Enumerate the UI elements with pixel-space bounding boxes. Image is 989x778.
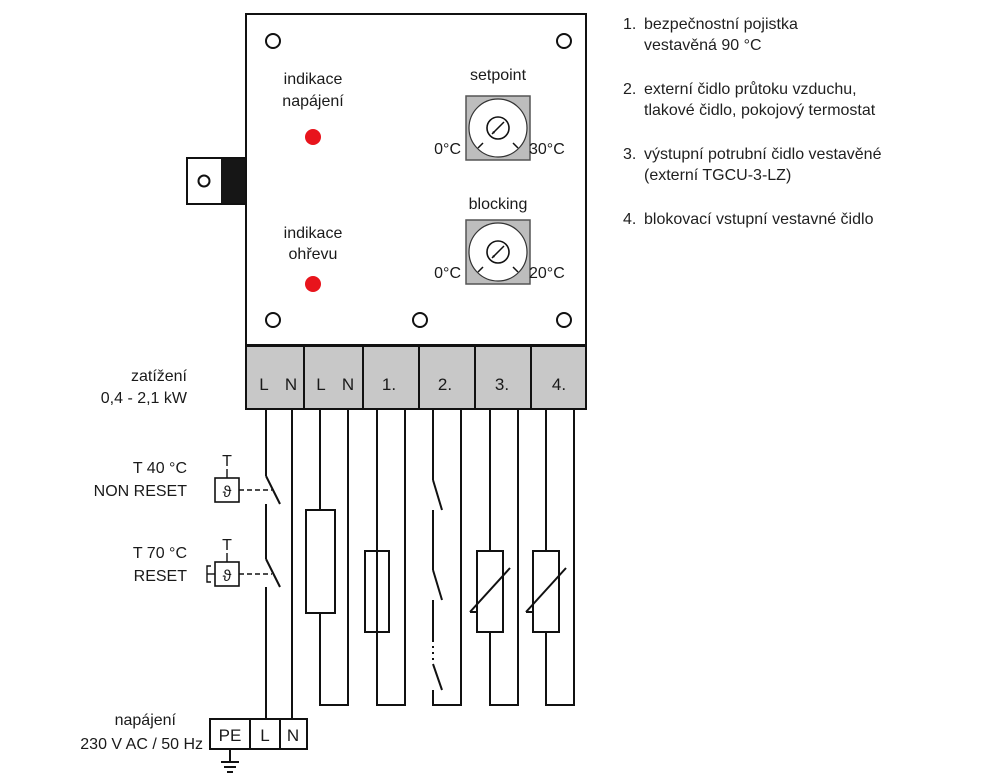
blocking-inlet-sensor [525, 409, 575, 706]
heater-load [305, 409, 349, 706]
terminal-label: N [285, 375, 297, 394]
power-indicator-label: napájení [282, 93, 344, 110]
thermo-t-label: T [222, 537, 232, 554]
safety-fuse [364, 409, 406, 706]
blocking-max-label: 20°C [529, 265, 565, 282]
supply-terminal-label: L [260, 726, 269, 745]
terminal-strip: L N L N 1. 2. 3. 4. [245, 345, 587, 410]
power-indicator-label: indikace [284, 71, 343, 88]
screw-hole-bottom-left [265, 312, 281, 328]
blocking-min-label: 0°C [434, 265, 461, 282]
terminal-label: L [316, 375, 325, 394]
load-label: zatížení [131, 368, 188, 385]
terminal-label: 2. [438, 375, 452, 394]
blocking-dial[interactable] [465, 219, 531, 285]
bracket-hole [197, 174, 211, 188]
screw-hole-bottom-right [556, 312, 572, 328]
screw-hole-bottom-middle [412, 312, 428, 328]
supply-wires [265, 409, 293, 719]
heating-indicator-led [305, 276, 321, 292]
outlet-duct-sensor [469, 409, 519, 706]
legend-item: 2.externí čidlo průtoku vzduchu, tlakové… [623, 81, 876, 119]
ground-icon [221, 749, 239, 773]
supply-terminal-label: N [287, 726, 299, 745]
t70-label: RESET [134, 568, 188, 585]
screw-hole-top-right [556, 33, 572, 49]
theta-symbol: ϑ [223, 484, 232, 501]
blocking-title: blocking [469, 196, 528, 213]
t40-label: NON RESET [94, 483, 188, 500]
terminal-label: L [259, 375, 268, 394]
heating-indicator-label: ohřevu [289, 246, 338, 263]
terminal-label: N [342, 375, 354, 394]
screw-hole-top-left [265, 33, 281, 49]
load-label: 0,4 - 2,1 kW [101, 390, 188, 407]
setpoint-max-label: 30°C [529, 141, 565, 158]
thermo-t-label: T [222, 453, 232, 470]
supply-terminal-label: PE [219, 726, 242, 745]
thermal-switch-t70: T ϑ [206, 537, 272, 587]
setpoint-dial[interactable] [465, 95, 531, 161]
t70-label: T 70 °C [133, 545, 187, 562]
supply-label: napájení [115, 712, 177, 729]
component-legend: 1.bezpečnostní pojistka vestavěná 90 °C … [623, 14, 989, 253]
terminal-label: 1. [382, 375, 396, 394]
supply-terminal-block: PE L N [209, 718, 308, 750]
external-sensor-contacts [432, 409, 462, 706]
power-indicator-led [305, 129, 321, 145]
setpoint-title: setpoint [470, 67, 527, 84]
t40-label: T 40 °C [133, 460, 187, 477]
thermal-switch-t40: T ϑ [214, 453, 272, 503]
terminal-label: 3. [495, 375, 509, 394]
terminal-label: 4. [552, 375, 566, 394]
legend-item: 3.výstupní potrubní čidlo vestavěné (ext… [623, 146, 882, 184]
controller-body [245, 13, 587, 346]
bracket-block [221, 159, 245, 203]
theta-symbol: ϑ [223, 568, 232, 585]
legend-item: 4.blokovací vstupní vestavné čidlo [623, 211, 874, 228]
heating-indicator-label: indikace [284, 225, 343, 242]
setpoint-min-label: 0°C [434, 141, 461, 158]
supply-label: 230 V AC / 50 Hz [80, 736, 203, 753]
legend-item: 1.bezpečnostní pojistka vestavěná 90 °C [623, 16, 798, 54]
